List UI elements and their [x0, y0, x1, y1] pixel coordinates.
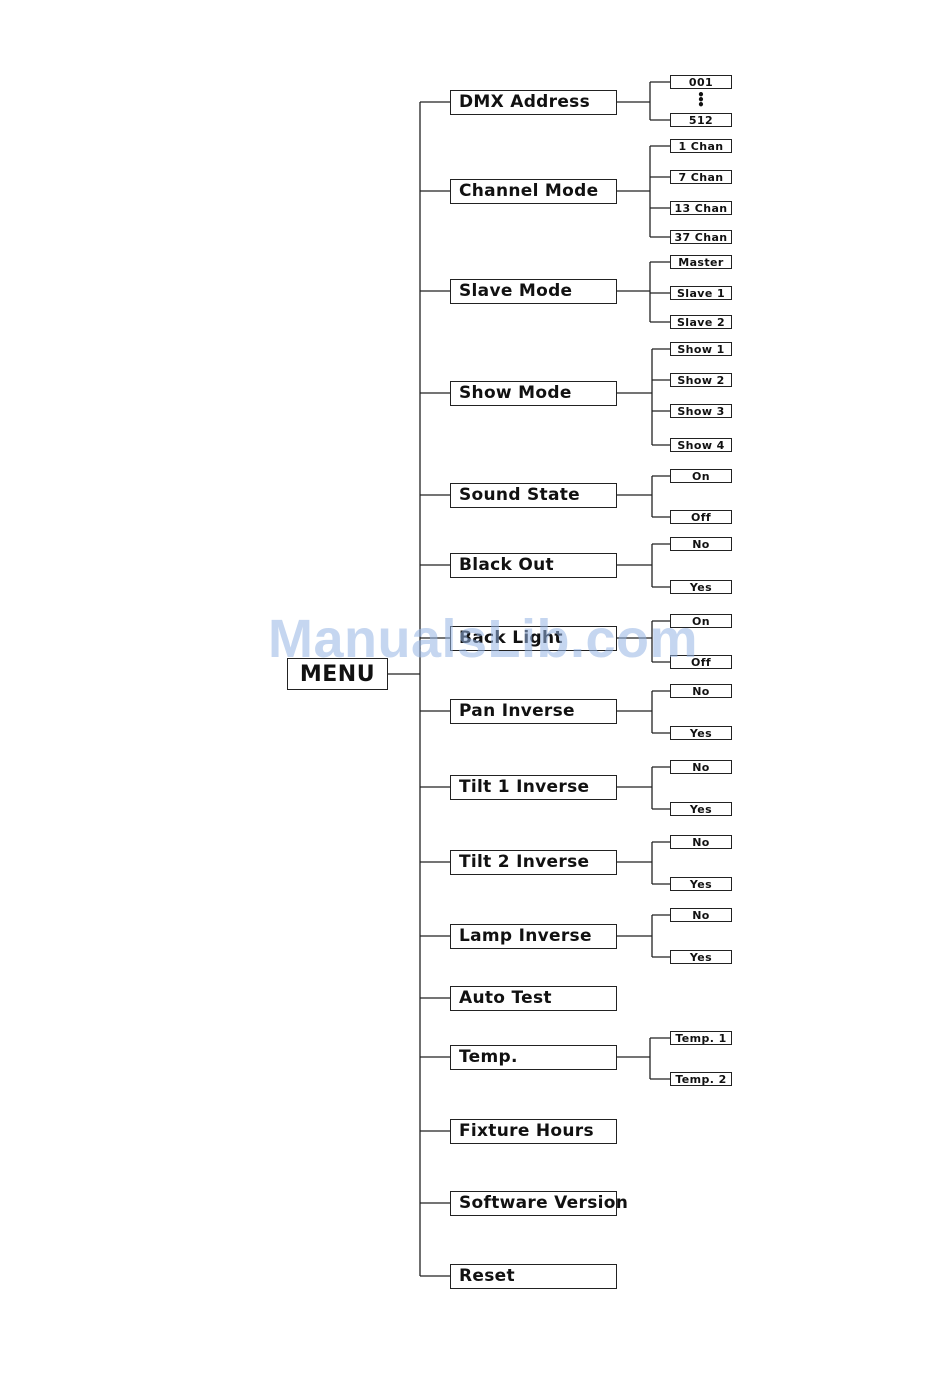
option-black-out-0: No — [670, 537, 732, 551]
option-pan-inverse-1: Yes — [670, 726, 732, 740]
menu-item-tilt-2-inverse: Tilt 2 Inverse — [450, 849, 617, 875]
option-slave-mode-1: Slave 1 — [670, 286, 732, 300]
menu-item-tilt-1-inverse: Tilt 1 Inverse — [450, 774, 617, 800]
option-sound-state-1: Off — [670, 510, 732, 524]
option-tilt-1-inverse-1: Yes — [670, 802, 732, 816]
option-pan-inverse-0: No — [670, 684, 732, 698]
menu-item-software-version: Software Version — [450, 1190, 628, 1216]
option-temp-1: Temp. 2 — [670, 1072, 732, 1086]
option-slave-mode-2: Slave 2 — [670, 315, 732, 329]
option-slave-mode-0: Master — [670, 255, 732, 269]
option-tilt-2-inverse-1: Yes — [670, 877, 732, 891]
menu-item-lamp-inverse: Lamp Inverse — [450, 923, 617, 949]
option-black-out-1: Yes — [670, 580, 732, 594]
option-back-light-0: On — [670, 614, 732, 628]
menu-item-fixture-hours: Fixture Hours — [450, 1118, 617, 1144]
menu-item-sound-state: Sound State — [450, 482, 617, 508]
option-channel-mode-1: 7 Chan — [670, 170, 732, 184]
option-channel-mode-0: 1 Chan — [670, 139, 732, 153]
option-channel-mode-2: 13 Chan — [670, 201, 732, 215]
option-show-mode-3: Show 4 — [670, 438, 732, 452]
option-tilt-2-inverse-0: No — [670, 835, 732, 849]
option-show-mode-0: Show 1 — [670, 342, 732, 356]
ellipsis-icon: ••• — [697, 88, 705, 112]
menu-item-pan-inverse: Pan Inverse — [450, 698, 617, 724]
menu-item-auto-test: Auto Test — [450, 985, 617, 1011]
option-dmx-address-1: 512 — [670, 113, 732, 127]
option-lamp-inverse-1: Yes — [670, 950, 732, 964]
option-channel-mode-3: 37 Chan — [670, 230, 732, 244]
option-show-mode-1: Show 2 — [670, 373, 732, 387]
option-sound-state-0: On — [670, 469, 732, 483]
option-dmx-address-0: 001 — [670, 75, 732, 89]
menu-item-back-light: Back Light — [450, 625, 617, 651]
menu-item-black-out: Black Out — [450, 552, 617, 578]
option-temp-0: Temp. 1 — [670, 1031, 732, 1045]
option-lamp-inverse-0: No — [670, 908, 732, 922]
menu-item-reset: Reset — [450, 1263, 617, 1289]
menu-root-node: MENU — [287, 658, 388, 690]
menu-item-temp: Temp. — [450, 1044, 617, 1070]
menu-item-slave-mode: Slave Mode — [450, 278, 617, 304]
menu-item-channel-mode: Channel Mode — [450, 178, 617, 204]
menu-item-dmx-address: DMX Address — [450, 89, 617, 115]
menu-item-show-mode: Show Mode — [450, 380, 617, 406]
option-tilt-1-inverse-0: No — [670, 760, 732, 774]
option-show-mode-2: Show 3 — [670, 404, 732, 418]
option-back-light-1: Off — [670, 655, 732, 669]
